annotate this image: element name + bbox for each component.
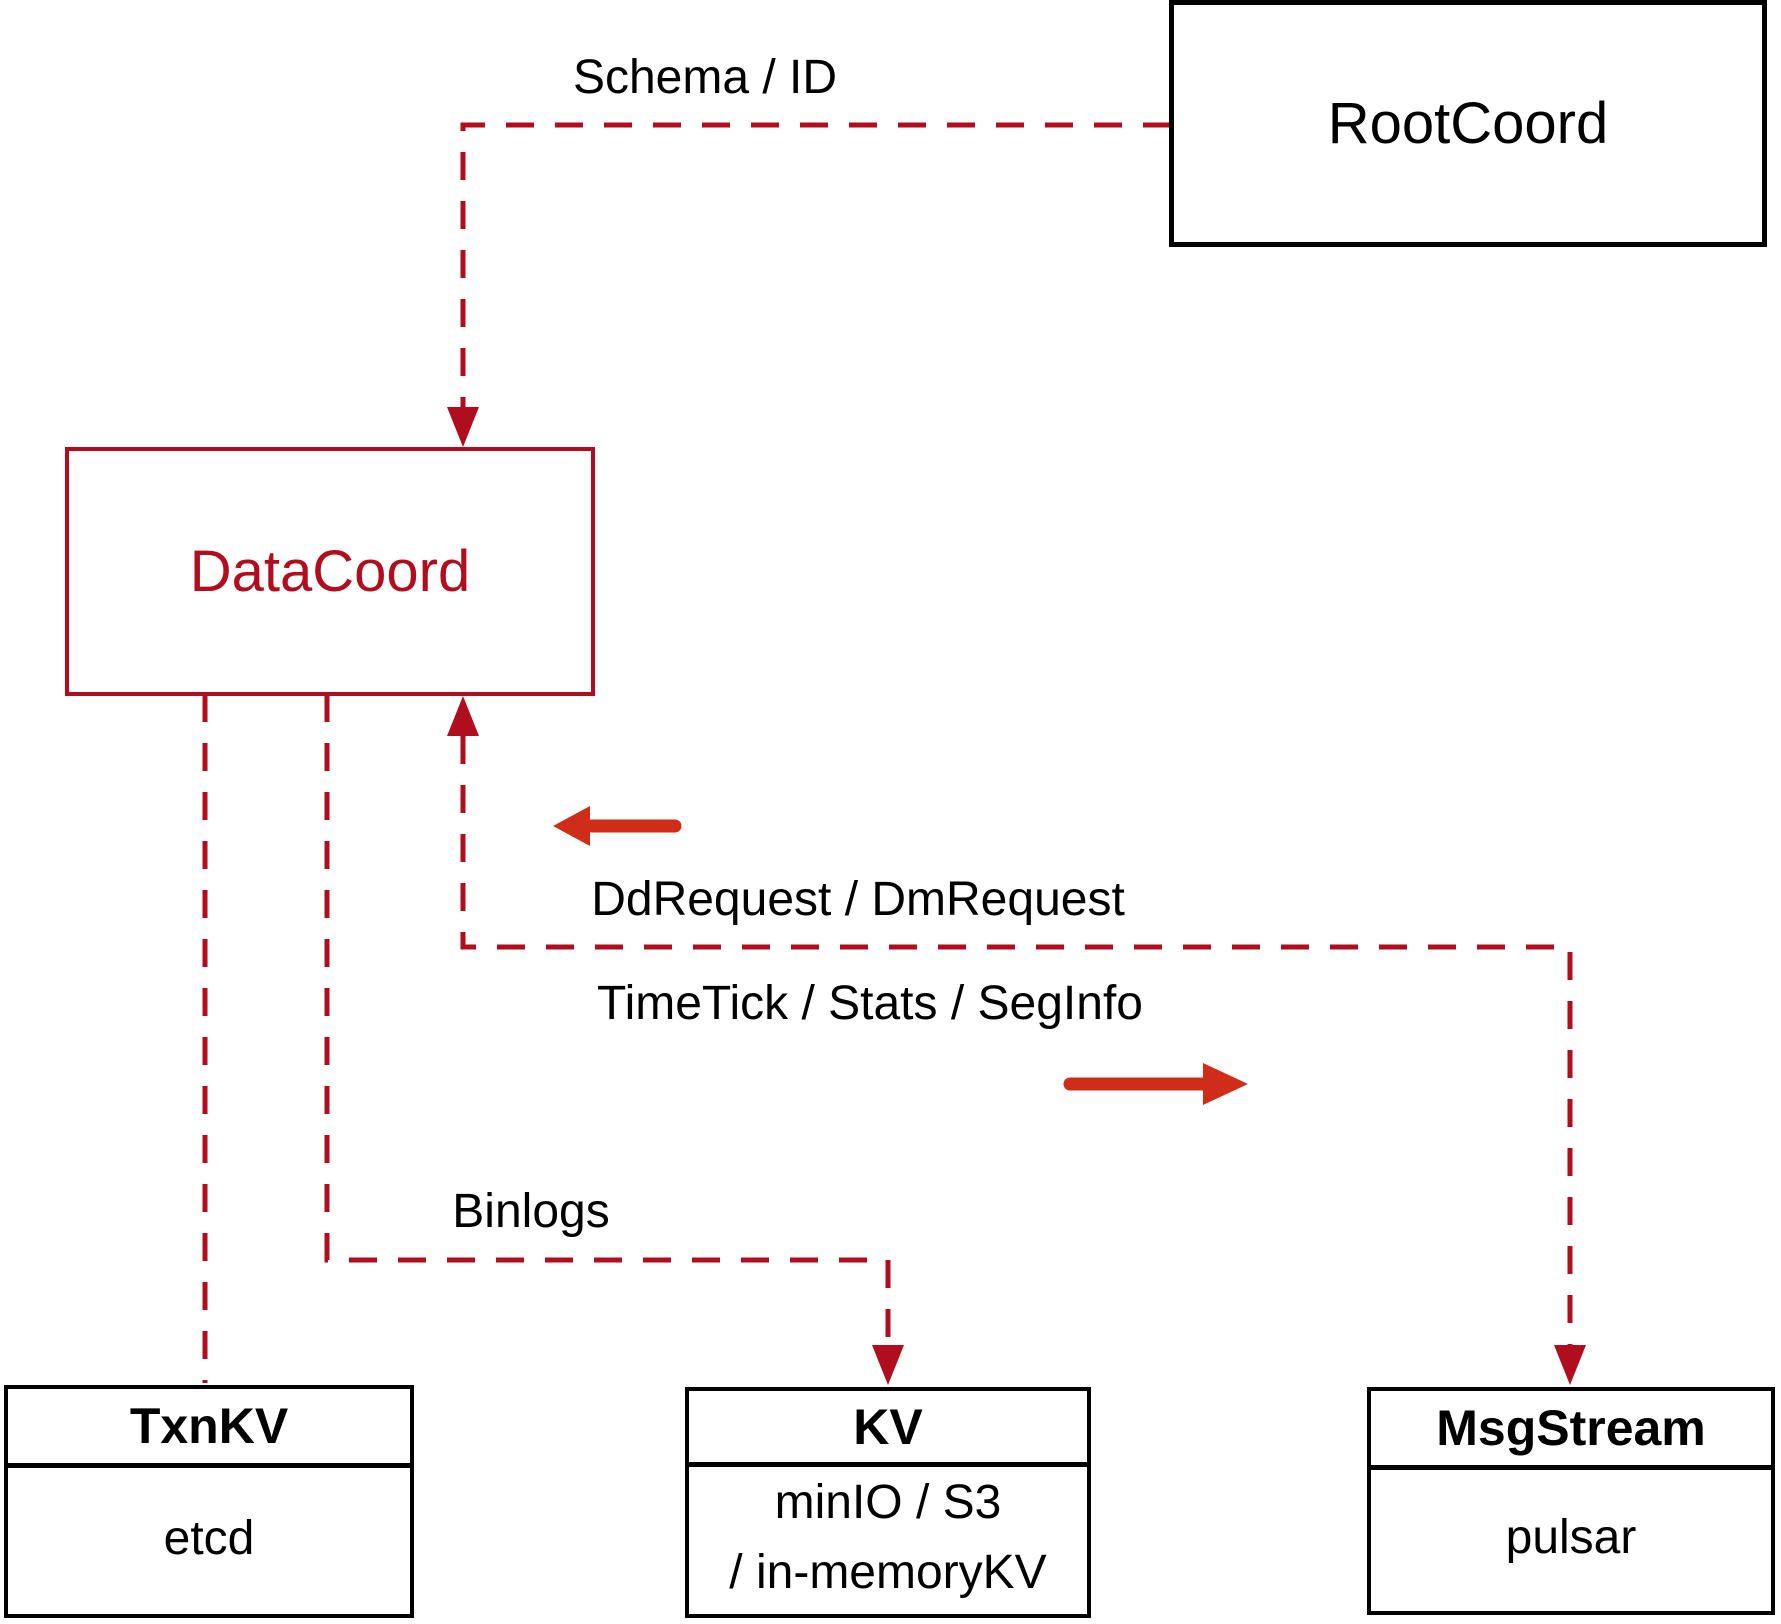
txnkv-node: TxnKV etcd xyxy=(4,1385,414,1618)
rootcoord-label: RootCoord xyxy=(1327,91,1609,156)
rootcoord-node: RootCoord xyxy=(1169,0,1767,247)
edge-ddrequest-timetick-line xyxy=(460,736,1573,1345)
right-direction-arrow-icon xyxy=(1063,1063,1248,1105)
left-direction-arrow-icon xyxy=(553,806,682,846)
edge-schema-id-line xyxy=(460,122,1171,407)
kv-node: KV minIO / S3 / in-memoryKV xyxy=(685,1387,1091,1618)
edge-label-timetick-stats-seginfo: TimeTick / Stats / SegInfo xyxy=(597,977,1143,1030)
arrowhead-into-msgstream-icon xyxy=(1554,1345,1586,1385)
txnkv-title: TxnKV xyxy=(8,1389,410,1468)
msgstream-body: pulsar xyxy=(1505,1511,1637,1564)
edge-binlogs-line xyxy=(324,694,891,1345)
kv-body: minIO / S3 / in-memoryKV xyxy=(689,1467,1087,1609)
datacoord-label: DataCoord xyxy=(189,539,471,604)
edge-label-ddrequest-dmrequest: DdRequest / DmRequest xyxy=(591,873,1125,926)
kv-body-line2: / in-memoryKV xyxy=(729,1546,1047,1599)
edge-label-binlogs: Binlogs xyxy=(452,1185,610,1238)
msgstream-node: MsgStream pulsar xyxy=(1367,1387,1775,1615)
kv-title: KV xyxy=(689,1391,1087,1467)
arrowhead-into-datacoord-top-icon xyxy=(447,407,479,447)
kv-body-line1: minIO / S3 xyxy=(774,1476,1002,1529)
datacoord-node: DataCoord xyxy=(65,447,595,696)
arrowhead-into-datacoord-bottom-icon xyxy=(447,696,479,736)
edge-label-schema-id: Schema / ID xyxy=(572,51,838,104)
txnkv-body: etcd xyxy=(163,1511,255,1565)
msgstream-title: MsgStream xyxy=(1371,1391,1771,1470)
arrowhead-into-kv-icon xyxy=(872,1345,904,1385)
